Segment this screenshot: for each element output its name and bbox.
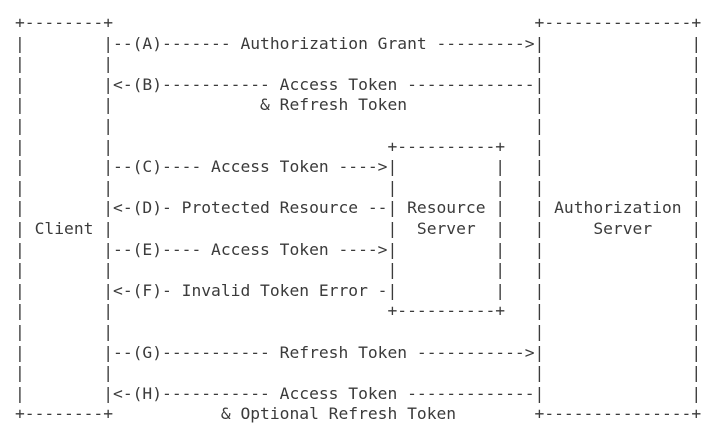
ascii-line-step-d: | |<-(D)- Protected Resource --| Resourc…	[15, 198, 702, 218]
ascii-line-spacer: | | | | | |	[15, 260, 702, 280]
ascii-line-step-h: | |<-(H)----------- Access Token -------…	[15, 383, 702, 403]
ascii-line-step-a: | |--(A)------- Authorization Grant ----…	[15, 33, 702, 53]
ascii-line-resource-box-bottom: | | +----------+ | |	[15, 301, 702, 321]
ascii-line-spacer: | | | |	[15, 54, 702, 74]
ascii-line-step-g: | |--(G)----------- Refresh Token ------…	[15, 342, 702, 362]
ascii-line-spacer: | | | | | |	[15, 177, 702, 197]
ascii-line-step-b: | |<-(B)----------- Access Token -------…	[15, 74, 702, 94]
ascii-line-spacer: | | | |	[15, 363, 702, 383]
ascii-line-spacer: | | | |	[15, 115, 702, 135]
ascii-line-resource-box-top: | | +----------+ | |	[15, 136, 702, 156]
ascii-line-entity-labels: | Client | | Server | | Server |	[15, 218, 702, 238]
ascii-line-step-f: | |<-(F)- Invalid Token Error -| | | |	[15, 280, 702, 300]
ascii-line-top-borders: +--------+ +---------------+	[15, 13, 702, 32]
ascii-line-step-b-cont: | | & Refresh Token | |	[15, 95, 702, 115]
ascii-flow-diagram: +--------+ +---------------+ | |--(A)---…	[15, 13, 701, 425]
ascii-line-step-e: | |--(E)---- Access Token ---->| | | |	[15, 239, 702, 259]
ascii-line-bottom-borders: +--------+ & Optional Refresh Token +---…	[15, 404, 702, 424]
ascii-line-spacer: | | | |	[15, 321, 702, 341]
ascii-line-step-c: | |--(C)---- Access Token ---->| | | |	[15, 157, 702, 177]
